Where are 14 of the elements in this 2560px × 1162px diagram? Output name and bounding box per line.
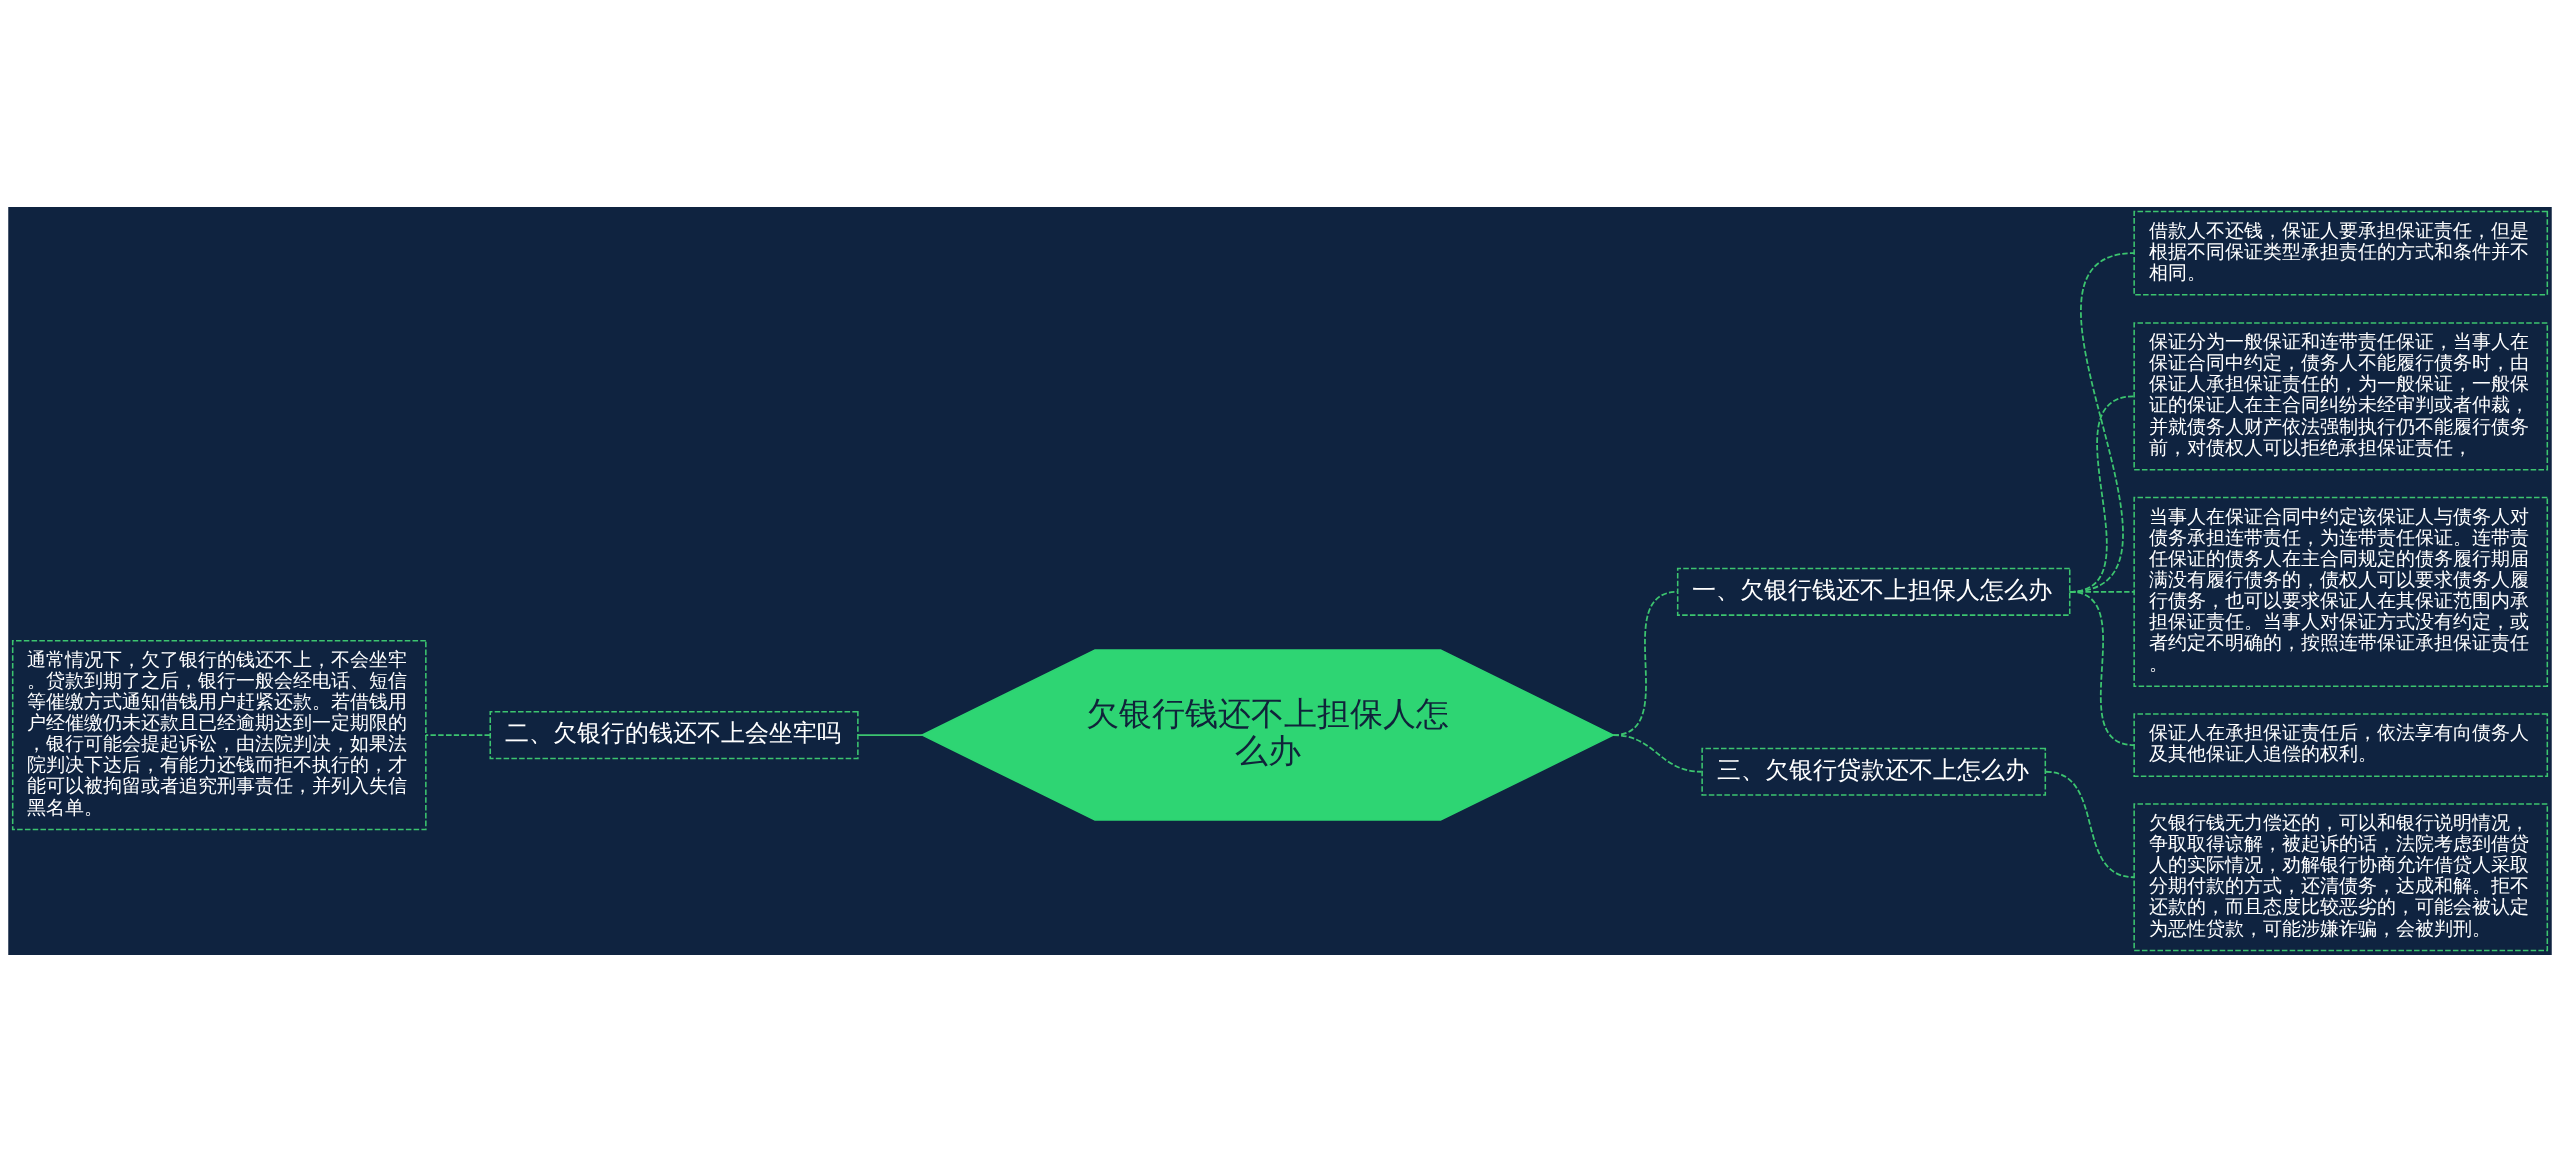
node-box: 借款人不还钱，保证人要承担保证责任，但是根据不同保证类型承担责任的方式和条件并不相同。 — [2133, 210, 2549, 296]
connector — [1612, 734, 1703, 773]
connector — [857, 734, 924, 736]
connector — [2044, 770, 2136, 879]
node-box: 保证分为一般保证和连带责任保证，当事人在保证合同中约定，债务人不能履行债务时，由保证人承担保证责任的，为一般保证，一般保证的保证人在主合同纠纷未经审判或者仲裁，并就债务人财产依法强制执行仍不能履行债务前，对债权人可以拒绝承担保证责任， — [2133, 322, 2549, 471]
connector — [2068, 590, 2136, 746]
node-box: 通常情况下，欠了银行的钱还不上，不会坐牢。贷款到期了之后，银行一般会经电话、短信等催缴方式通知借钱用户赶紧还款。若借钱用户经催缴仍未还款且已经逾期达到一定期限的，银行可能会提起诉讼，由法院判决，如果法院判决下达后，有能力还钱而拒不执行的，才能可以被拘留或者追究刑事责任，并列入失信黑名单。 — [11, 639, 427, 831]
node-box: 一、欠银行钱还不上担保人怎么办 — [1676, 567, 2071, 616]
connector — [424, 734, 492, 736]
node-box: 当事人在保证合同中约定该保证人与债务人对债务承担连带责任，为连带责任保证。连带责任保证的债务人在主合同规定的债务履行期届满没有履行债务的，债权人可以要求债务人履行债务，也可以要求保证人在其保证范围内承担保证责任。当事人对保证方式没有约定，或者约定不明确的，按照连带保证承担保证责任。 — [2133, 496, 2549, 687]
node-box: 保证人在承担保证责任后，依法享有向债务人及其他保证人追偿的权利。 — [2133, 713, 2549, 777]
node-box: 欠银行钱无力偿还的，可以和银行说明情况，争取取得谅解，被起诉的话，法院考虑到借贷人的实际情况，劝解银行协商允许借贷人采取分期付款的方式，还清债务，达成和解。拒不还款的，而且态度比较恶劣的，可能会被认定为恶性贷款，可能涉嫌诈骗，会被判刑。 — [2133, 803, 2549, 952]
node-box: 三、欠银行贷款还不上怎么办 — [1701, 747, 2047, 796]
node-box: 二、欠银行的钱还不上会坐牢吗 — [489, 711, 859, 760]
